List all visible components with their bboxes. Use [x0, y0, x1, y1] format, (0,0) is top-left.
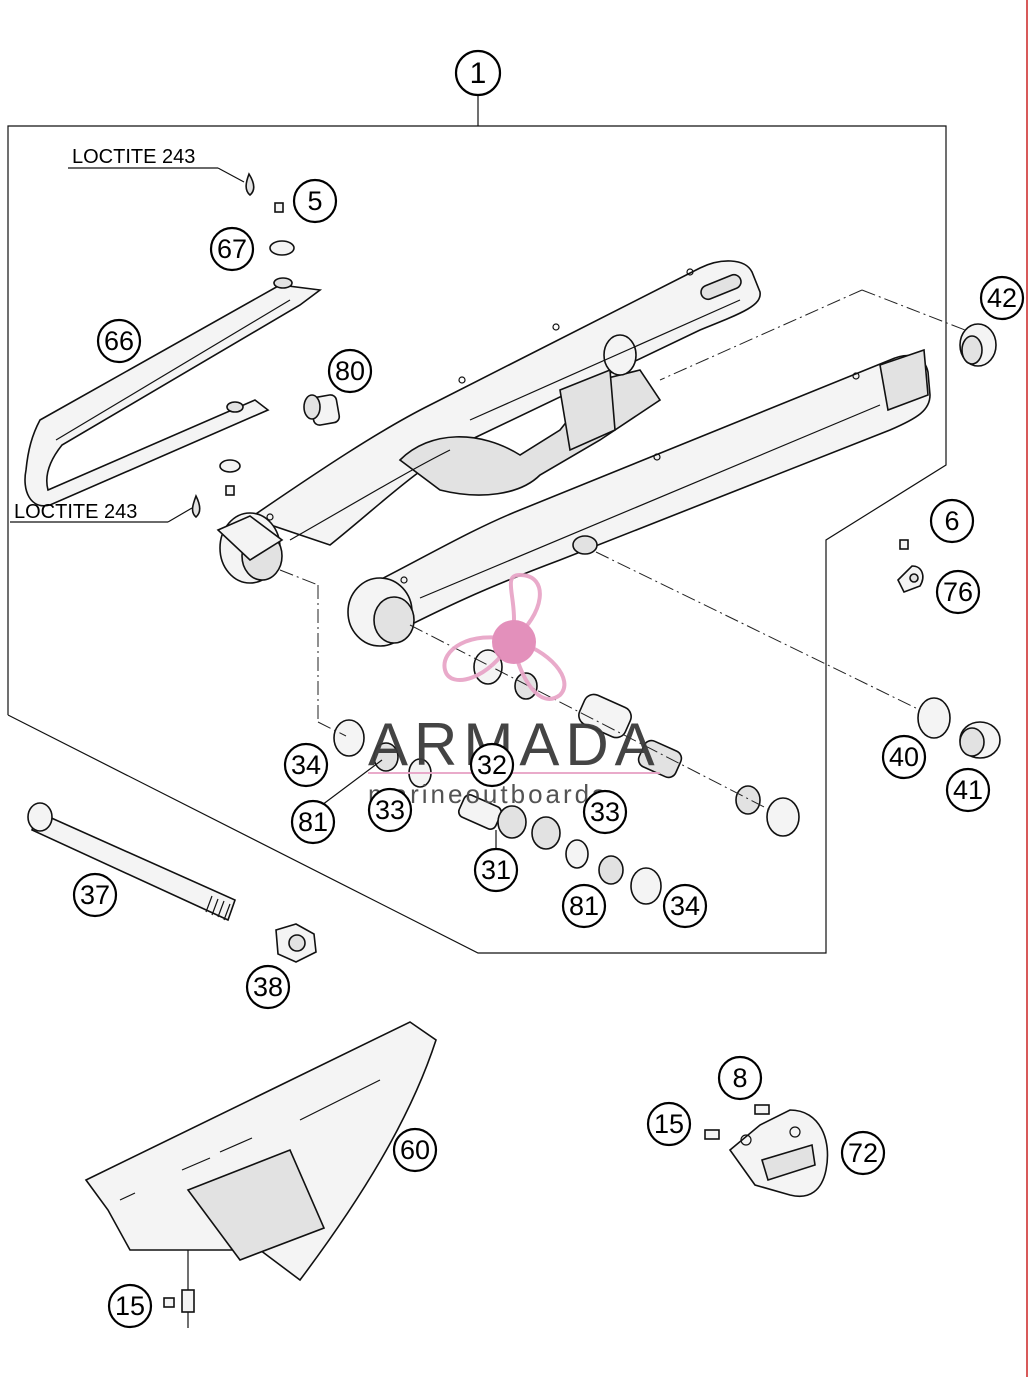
- callout: 72: [840, 1130, 886, 1176]
- callout-circle: [72, 872, 118, 918]
- callout-circle: [245, 964, 291, 1010]
- callout: 76: [935, 569, 981, 615]
- callout: 33: [582, 789, 628, 835]
- loctite-note-top: LOCTITE 243: [72, 146, 195, 168]
- callout-number: 66: [104, 326, 134, 356]
- callout-number: 42: [987, 283, 1017, 313]
- callout: 81: [561, 883, 607, 929]
- callout-number: 67: [217, 234, 247, 264]
- bushing: [303, 394, 341, 426]
- callout-circle: [662, 883, 708, 929]
- callout-number: 5: [307, 186, 322, 216]
- chain-guide-fasteners: [191, 172, 295, 519]
- callout-number: 32: [477, 750, 507, 780]
- callout-circle: [292, 178, 338, 224]
- callout-number: 31: [481, 855, 511, 885]
- callout-circle: [290, 799, 336, 845]
- callout-group: 5 67 66 80 42 6 76 34 32 81 33 33 31 81 34 40 41 37 38 60 8 1…: [72, 178, 1025, 1329]
- callout-circle: [561, 883, 607, 929]
- callout-number: 1: [470, 57, 487, 90]
- pivot-bearing-set: [333, 649, 800, 905]
- callout-number: 8: [732, 1063, 747, 1093]
- plug: [959, 323, 997, 367]
- callout-circle: [283, 742, 329, 788]
- callout-circle: [945, 767, 991, 813]
- chain-guard: [84, 1021, 437, 1328]
- callout-circle: [582, 789, 628, 835]
- callout: 37: [72, 872, 118, 918]
- callout: 8: [717, 1055, 763, 1101]
- callout-number: 41: [953, 775, 983, 805]
- callout-circle: [646, 1101, 692, 1147]
- callout-number: 60: [400, 1135, 430, 1165]
- pivot-caps-right: [917, 697, 1001, 759]
- callout-circle: [392, 1127, 438, 1173]
- swingarm: [216, 260, 931, 647]
- assembly-lines: [279, 289, 966, 811]
- callout: 5: [292, 178, 338, 224]
- callout: 6: [929, 498, 975, 544]
- callout-number: 72: [848, 1138, 878, 1168]
- hose-clamp: [897, 539, 924, 594]
- callout-number: 76: [943, 577, 973, 607]
- swingarm-pivot-axle: [27, 802, 236, 922]
- watermark-title: ARMADA: [368, 711, 661, 778]
- callout-assembly: 1: [454, 49, 502, 97]
- callout-number: 6: [944, 506, 959, 536]
- callout-number: 34: [291, 750, 321, 780]
- propeller-logo-icon: [442, 572, 567, 701]
- callout-circle: [840, 1130, 886, 1176]
- callout: 38: [245, 964, 291, 1010]
- callout: 80: [327, 348, 373, 394]
- callout: 32: [469, 742, 515, 788]
- callout-circle: [717, 1055, 763, 1101]
- callout-circle: [327, 348, 373, 394]
- chain-guide: [24, 277, 323, 507]
- callout-circle: [96, 318, 142, 364]
- callout-circle: [881, 734, 927, 780]
- callout: 41: [945, 767, 991, 813]
- callout-circle: [107, 1283, 153, 1329]
- callout: 31: [473, 847, 519, 893]
- callout-number: 80: [335, 356, 365, 386]
- callout-number: 81: [569, 891, 599, 921]
- callout-circle: [929, 498, 975, 544]
- loctite-note-left: LOCTITE 243: [14, 501, 137, 523]
- callout-number: 15: [115, 1291, 145, 1321]
- callout-number: 81: [298, 807, 328, 837]
- callout: 60: [392, 1127, 438, 1173]
- callout-number: 33: [590, 797, 620, 827]
- callout: 34: [283, 742, 329, 788]
- callout: 33: [367, 787, 413, 833]
- axle-nut: [275, 923, 317, 963]
- callout-number: 40: [889, 742, 919, 772]
- assembly-bracket: [7, 96, 947, 954]
- callout: 67: [209, 226, 255, 272]
- callout: 15: [646, 1101, 692, 1147]
- callout: 42: [979, 275, 1025, 321]
- callout-number: 15: [654, 1109, 684, 1139]
- leader-lines: [10, 167, 497, 848]
- callout: 34: [662, 883, 708, 929]
- callout-circle: [367, 787, 413, 833]
- callout: 81: [290, 799, 336, 845]
- callout-circle: [469, 742, 515, 788]
- callout-circle: [473, 847, 519, 893]
- callout-circle: [935, 569, 981, 615]
- chain-slider-protector: [704, 1104, 829, 1197]
- callout: 66: [96, 318, 142, 364]
- callout-number: 34: [670, 891, 700, 921]
- callout-circle: [209, 226, 255, 272]
- callout: 15: [107, 1283, 153, 1329]
- callout: 40: [881, 734, 927, 780]
- callout-circle: [979, 275, 1025, 321]
- callout-number: 37: [80, 880, 110, 910]
- callout-number: 33: [375, 795, 405, 825]
- callout-number: 38: [253, 972, 283, 1002]
